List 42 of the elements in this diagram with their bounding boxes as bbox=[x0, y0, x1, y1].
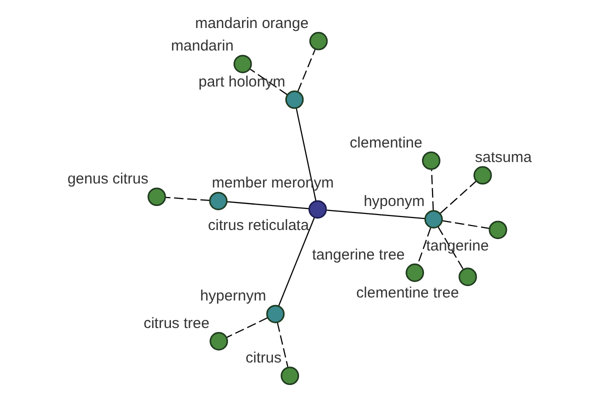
node-circle bbox=[280, 366, 300, 386]
node-circle bbox=[473, 166, 492, 185]
node-label: mandarin bbox=[171, 38, 234, 55]
node-label: mandarin orange bbox=[195, 14, 309, 32]
connector bbox=[438, 226, 464, 270]
node-label: citrus tree bbox=[144, 314, 210, 332]
node-circle bbox=[308, 200, 327, 219]
connector bbox=[440, 180, 477, 214]
node-label: part holonym bbox=[198, 73, 286, 90]
connector bbox=[166, 196, 210, 202]
node-circle bbox=[209, 192, 228, 210]
node-label: genus citrus bbox=[67, 170, 148, 188]
connector bbox=[297, 49, 316, 92]
connector bbox=[296, 108, 316, 201]
connector bbox=[278, 217, 315, 306]
node-circle bbox=[488, 220, 508, 240]
connector bbox=[326, 210, 425, 220]
node-label: citrus bbox=[246, 349, 282, 366]
node-label: citrus reticulata bbox=[208, 216, 309, 234]
connector bbox=[226, 317, 268, 338]
node-circle bbox=[424, 210, 443, 228]
node-label: satsuma bbox=[474, 148, 532, 166]
node-label: clementine bbox=[350, 134, 422, 152]
node-circle bbox=[266, 304, 285, 324]
node-circle bbox=[148, 188, 166, 206]
connector bbox=[276, 322, 288, 368]
node-label: tangerine bbox=[426, 237, 489, 254]
node-circle bbox=[234, 54, 252, 74]
node-circle bbox=[458, 268, 477, 286]
connector bbox=[442, 220, 490, 230]
node-circle bbox=[406, 264, 424, 282]
node-label: hypernym bbox=[200, 288, 266, 305]
node-label: tangerine tree bbox=[312, 246, 405, 264]
node-label: hyponym bbox=[364, 192, 425, 210]
node-circle bbox=[422, 151, 440, 170]
node-circle bbox=[210, 332, 228, 350]
connector bbox=[250, 68, 288, 96]
node-circle bbox=[309, 32, 328, 50]
node-label: clementine tree bbox=[356, 284, 459, 302]
connector bbox=[431, 170, 434, 211]
node-circle bbox=[285, 90, 304, 109]
connector bbox=[226, 201, 310, 210]
